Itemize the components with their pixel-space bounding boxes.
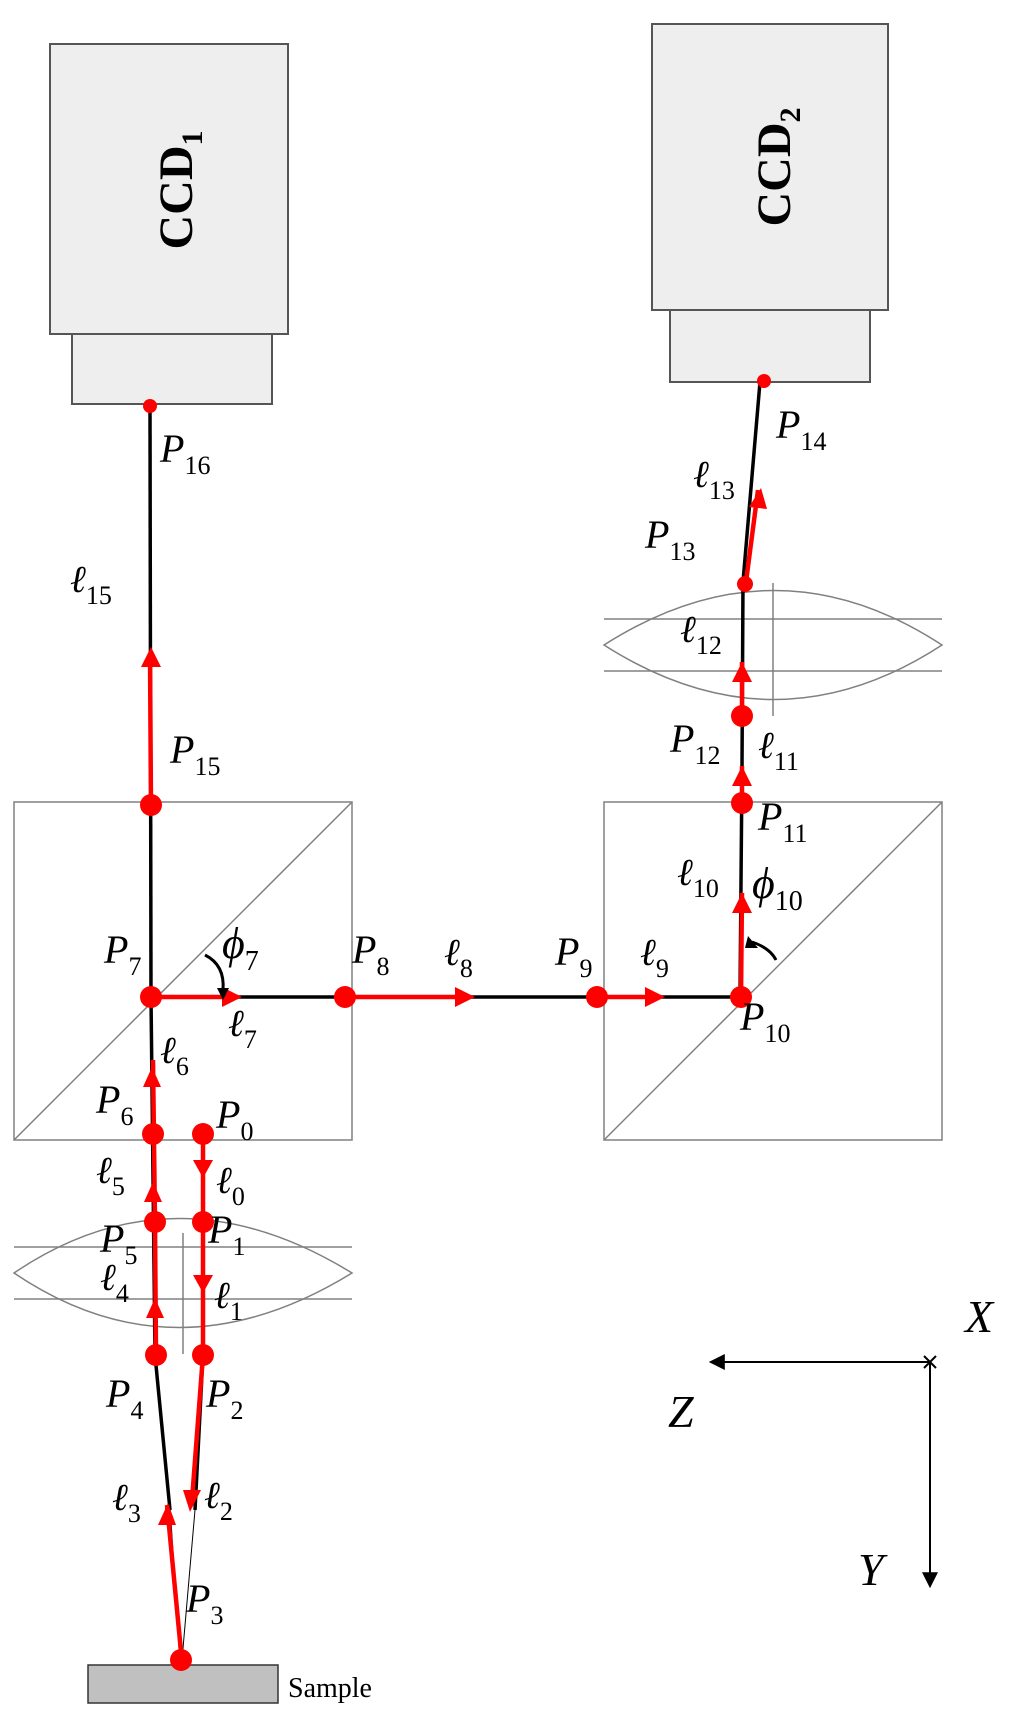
label-l2: ℓ2 (204, 1475, 233, 1526)
label-phi10: ϕ10 (752, 859, 803, 917)
y-axis-label: Y (858, 1544, 888, 1595)
segment-labels: ℓ0 ℓ1 ℓ2 ℓ3 ℓ4 ℓ5 ℓ6 ℓ7 ℓ8 ℓ9 ℓ10 ℓ11 ℓ1… (70, 454, 799, 1528)
ray-arrowheads (141, 488, 767, 1525)
beam-splitter-1 (13, 801, 353, 1141)
label-phi7: ϕ7 (222, 919, 259, 977)
label-p3: P3 (185, 1576, 223, 1630)
z-axis-label: Z (668, 1386, 694, 1437)
label-l3: ℓ3 (112, 1477, 141, 1528)
label-p12: P12 (669, 716, 720, 770)
angle-arcs (204, 940, 778, 991)
label-l10: ℓ10 (677, 852, 719, 903)
label-p4: P4 (105, 1371, 143, 1425)
ccd2-label: CCD2 (748, 108, 807, 227)
label-p15: P15 (169, 727, 220, 781)
beam-splitter-2 (603, 801, 943, 1141)
point-markers (140, 374, 771, 1671)
phi7-arrow-icon (217, 988, 229, 1000)
label-l13: ℓ13 (693, 454, 735, 505)
label-p11: P11 (757, 794, 807, 848)
label-p5: P5 (99, 1216, 137, 1270)
reflected-thin-line (181, 1509, 196, 1661)
label-p0: P0 (215, 1092, 253, 1146)
phi10-arrow-icon (745, 936, 758, 948)
label-l15: ℓ15 (70, 559, 112, 610)
label-l7: ℓ7 (228, 1003, 257, 1054)
ccd1-camera: CCD1 (49, 43, 289, 405)
coordinate-axes: X Z Y (668, 1291, 995, 1595)
label-p7: P7 (103, 927, 141, 981)
label-l1: ℓ1 (214, 1275, 243, 1326)
ccd2-camera: CCD2 (651, 23, 889, 383)
label-l4: ℓ4 (100, 1257, 129, 1308)
x-axis-label: X (963, 1291, 995, 1342)
sample-label: Sample (288, 1673, 372, 1704)
label-l6: ℓ6 (160, 1030, 189, 1081)
label-p8: P8 (351, 927, 389, 981)
angle-labels: ϕ7 ϕ10 (222, 859, 803, 977)
label-l5: ℓ5 (96, 1150, 125, 1201)
label-p9: P9 (554, 929, 592, 983)
label-p1: P1 (207, 1207, 245, 1261)
label-p14: P14 (775, 402, 826, 456)
point-labels: P0 P1 P2 P3 P4 P5 P6 P7 P8 P9 P10 P11 P1… (95, 402, 826, 1630)
label-p10: P10 (739, 994, 790, 1048)
x-axis-cross-icon (923, 1355, 937, 1369)
label-l11: ℓ11 (758, 725, 799, 776)
label-p2: P2 (205, 1371, 243, 1425)
ray-segments (147, 489, 761, 1663)
label-p16: P16 (159, 426, 210, 480)
tube-lens (602, 583, 944, 716)
label-l8: ℓ8 (444, 932, 473, 983)
ccd1-label: CCD1 (150, 131, 209, 250)
objective-lens (12, 1217, 354, 1354)
label-l9: ℓ9 (640, 932, 669, 983)
label-p6: P6 (95, 1077, 133, 1131)
label-l12: ℓ12 (680, 609, 722, 660)
label-l0: ℓ0 (216, 1160, 245, 1211)
label-p13: P13 (644, 512, 695, 566)
sample: Sample (87, 1664, 372, 1704)
